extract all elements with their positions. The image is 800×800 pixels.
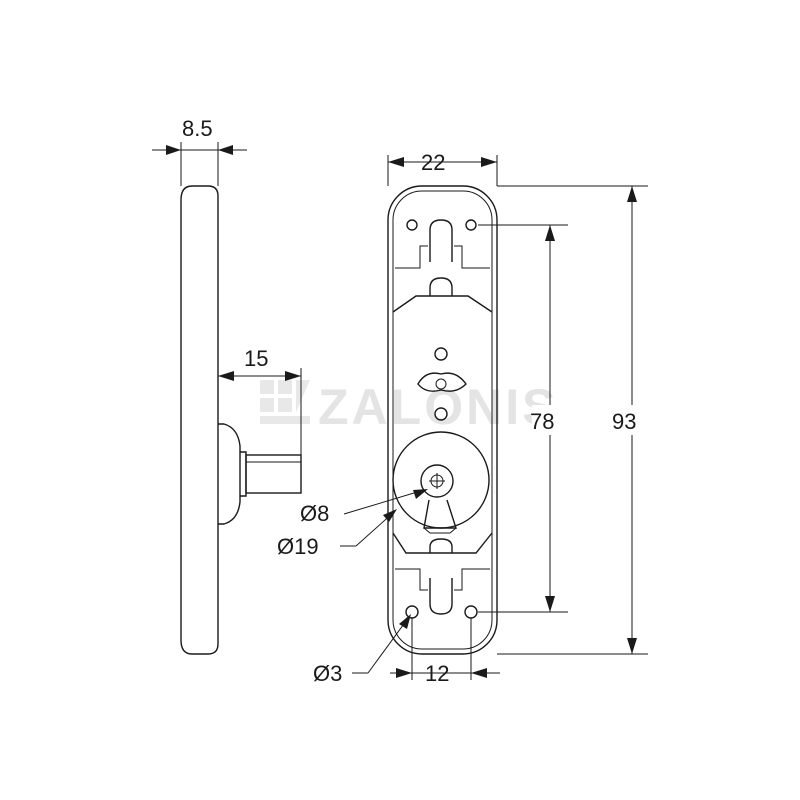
dim-hole-diameter-label: Ø3 xyxy=(313,661,342,686)
dim-side-thickness-label: 8.5 xyxy=(182,116,213,141)
leader-spindle-diameter: Ø8 xyxy=(300,489,428,526)
bottom-right-mounting-hole xyxy=(464,605,478,619)
dim-hole-spacing-label: 78 xyxy=(530,409,554,434)
top-left-mounting-hole xyxy=(406,219,418,231)
dim-hole-offset: 12 xyxy=(390,618,500,686)
dim-side-thickness: 8.5 xyxy=(152,116,247,186)
dim-spindle-length-label: 15 xyxy=(244,346,268,371)
cam-slot xyxy=(417,372,467,392)
dim-spindle-diameter-label: Ø8 xyxy=(300,501,329,526)
front-view xyxy=(387,185,498,655)
spindle-ring xyxy=(420,464,454,498)
upper-body xyxy=(392,295,493,313)
crosshair-icon xyxy=(429,473,445,489)
rosette xyxy=(392,431,490,529)
lower-body xyxy=(392,532,493,554)
key-slot xyxy=(423,499,457,529)
dim-hole-spacing: 78 xyxy=(478,224,568,613)
bottom-slot xyxy=(429,578,453,615)
watermark-text: ZALONIS xyxy=(318,379,558,435)
watermark-logo-icon xyxy=(260,380,310,424)
side-spindle xyxy=(245,454,302,494)
top-slot xyxy=(429,219,453,262)
front-plate-outline xyxy=(387,185,498,655)
side-rosette-collar xyxy=(240,451,247,497)
dim-plate-width: 22 xyxy=(387,150,498,186)
dim-plate-width-label: 22 xyxy=(421,150,445,175)
leader-hole-diameter: Ø3 xyxy=(313,614,411,686)
upper-pin-hole xyxy=(434,347,448,361)
lower-pin-hole xyxy=(434,407,448,421)
front-plate-inner-outline xyxy=(392,190,493,650)
dim-rosette-diameter-label: Ø19 xyxy=(277,534,319,559)
dim-hole-offset-label: 12 xyxy=(425,661,449,686)
dim-plate-height: 93 xyxy=(497,185,652,655)
watermark: ZALONIS xyxy=(260,379,558,435)
leader-rosette-diameter: Ø19 xyxy=(277,509,397,559)
side-view xyxy=(180,185,302,655)
side-rosette-profile xyxy=(218,423,241,525)
bottom-left-mounting-hole xyxy=(405,605,419,619)
side-plate-outline xyxy=(180,185,219,655)
dim-plate-height-label: 93 xyxy=(612,409,636,434)
top-right-mounting-hole xyxy=(465,219,477,231)
dim-spindle-length: 15 xyxy=(218,346,302,455)
